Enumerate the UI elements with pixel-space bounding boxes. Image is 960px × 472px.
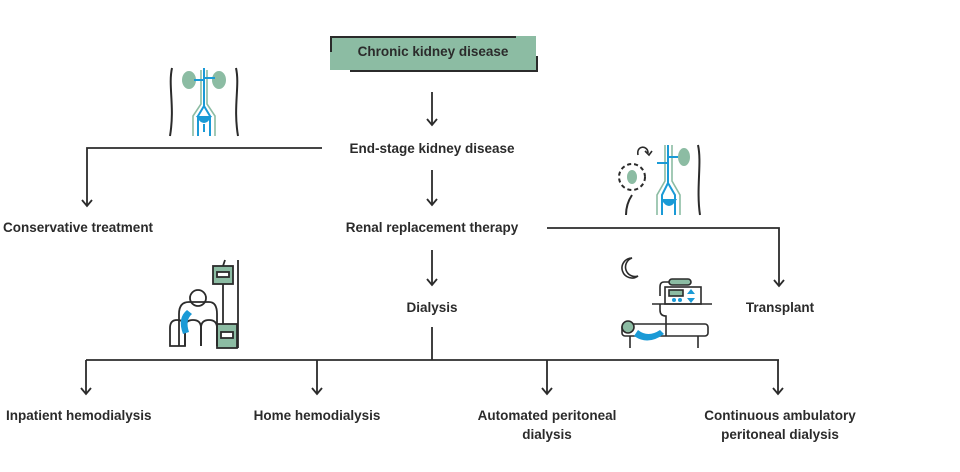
moon-icon [621,257,639,279]
arrowhead [541,387,553,396]
kidney-transplant-icon [618,144,701,216]
conservative-treatment-label: Conservative treatment [3,220,154,235]
eskd-label: End-stage kidney disease [349,141,515,156]
home-hemodialysis-label: Home hemodialysis [253,408,381,423]
automated-peritoneal-dialysis-label: Automated peritoneal dialysis [457,406,637,444]
apd-line2: dialysis [522,427,572,442]
arrowhead [81,199,93,208]
root-node-box: Chronic kidney disease [330,36,538,72]
capd-line1: Continuous ambulatory [704,408,856,423]
inpatient-hemodialysis-label: Inpatient hemodialysis [6,408,152,423]
renal-replacement-therapy-label: Renal replacement therapy [345,220,519,235]
arrowhead [426,118,438,127]
arrowhead [772,387,784,396]
arrowhead [426,278,438,287]
arrowhead [773,279,785,288]
connector-eskd-conservative [86,147,322,205]
kidneys-urinary-tract-icon [169,67,239,137]
capd-label: Continuous ambulatory peritoneal dialysi… [680,406,880,444]
connector-rrt-transplant [547,227,780,285]
arrowhead [80,387,92,396]
dialysis-label: Dialysis [406,300,458,315]
root-node-label: Chronic kidney disease [357,44,509,59]
hemodialysis-patient-icon [169,259,239,349]
capd-line2: peritoneal dialysis [721,427,839,442]
arrowhead [311,387,323,396]
arrowhead [426,198,438,207]
apd-line1: Automated peritoneal [477,408,617,423]
peritoneal-dialysis-bed-icon [621,257,712,348]
transplant-label: Transplant [745,300,815,315]
